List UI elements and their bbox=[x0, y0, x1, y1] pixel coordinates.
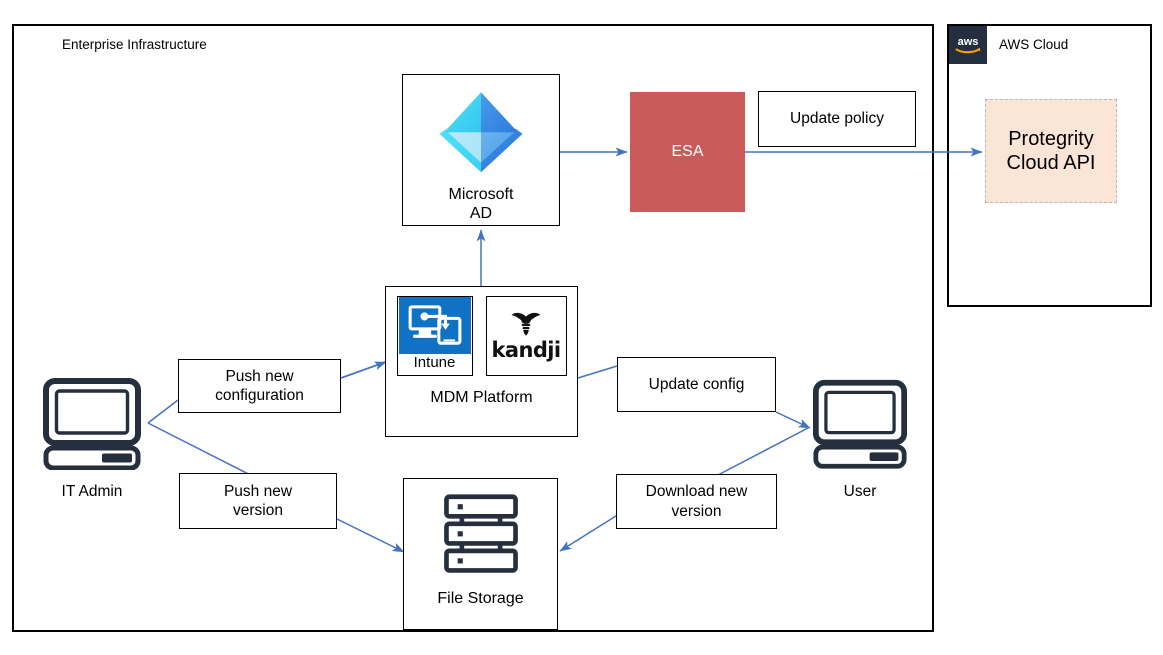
edge-label-download-new-version: Download new version bbox=[616, 474, 777, 529]
desktop-computer-icon bbox=[812, 379, 908, 469]
logo-kandji[interactable]: kandji bbox=[485, 296, 567, 376]
aws-logo-icon: aws bbox=[949, 26, 987, 64]
node-mdm-platform-label: MDM Platform bbox=[430, 389, 533, 406]
group-enterprise-infrastructure-label: Enterprise Infrastructure bbox=[62, 37, 207, 52]
node-file-storage[interactable]: File Storage bbox=[403, 478, 558, 630]
edge-label-push-new-configuration-line2: configuration bbox=[215, 387, 304, 404]
node-file-storage-label: File Storage bbox=[437, 590, 524, 607]
node-protegrity-label-line2: Cloud API bbox=[1006, 152, 1096, 174]
svg-text:aws: aws bbox=[958, 36, 979, 48]
edge-label-update-policy-text: Update policy bbox=[790, 110, 884, 128]
kandji-bee-icon bbox=[511, 312, 541, 336]
edge-label-download-new-version-line1: Download new bbox=[645, 483, 748, 501]
edge-label-push-new-version-line1: Push new bbox=[223, 482, 293, 500]
intune-icon bbox=[398, 297, 471, 354]
node-microsoft-ad-label: Microsoft AD bbox=[449, 185, 514, 223]
logo-intune[interactable]: Intune bbox=[396, 296, 473, 376]
azure-active-directory-icon bbox=[439, 92, 523, 173]
node-esa-label: ESA bbox=[671, 143, 704, 160]
edge-label-update-policy: Update policy bbox=[758, 91, 916, 147]
node-it-admin[interactable] bbox=[42, 378, 142, 471]
node-esa[interactable]: ESA bbox=[630, 92, 745, 212]
node-it-admin-label: IT Admin bbox=[61, 483, 123, 500]
edge-label-download-new-version-line2: version bbox=[671, 502, 722, 520]
group-aws-cloud-label: AWS Cloud bbox=[999, 37, 1069, 52]
node-user-label: User bbox=[843, 483, 877, 500]
node-microsoft-ad-label-line1: Microsoft bbox=[448, 186, 514, 203]
edge-label-push-new-configuration: Push new configuration bbox=[178, 359, 341, 413]
logo-intune-label: Intune bbox=[413, 354, 456, 371]
node-mdm-platform[interactable]: Intune bbox=[385, 286, 578, 437]
edge-label-update-config: Update config bbox=[617, 357, 776, 412]
node-microsoft-ad-label-line2: AD bbox=[469, 205, 493, 223]
desktop-computer-icon bbox=[43, 378, 141, 471]
node-microsoft-ad[interactable]: Microsoft AD bbox=[402, 74, 560, 226]
node-protegrity-label-line1: Protegrity bbox=[1008, 127, 1094, 150]
logo-kandji-label: kandji bbox=[491, 337, 562, 362]
edge-label-push-new-configuration-line1: Push new bbox=[225, 367, 294, 385]
group-aws-cloud bbox=[947, 24, 1152, 307]
node-user[interactable] bbox=[812, 378, 908, 470]
edge-label-update-config-text: Update config bbox=[648, 375, 745, 393]
node-protegrity-cloud-api[interactable]: Protegrity Cloud API bbox=[985, 99, 1117, 203]
edge-label-push-new-version-line2: version bbox=[233, 502, 283, 519]
edge-label-push-new-version: Push new version bbox=[179, 473, 337, 529]
server-rack-icon bbox=[443, 494, 518, 573]
